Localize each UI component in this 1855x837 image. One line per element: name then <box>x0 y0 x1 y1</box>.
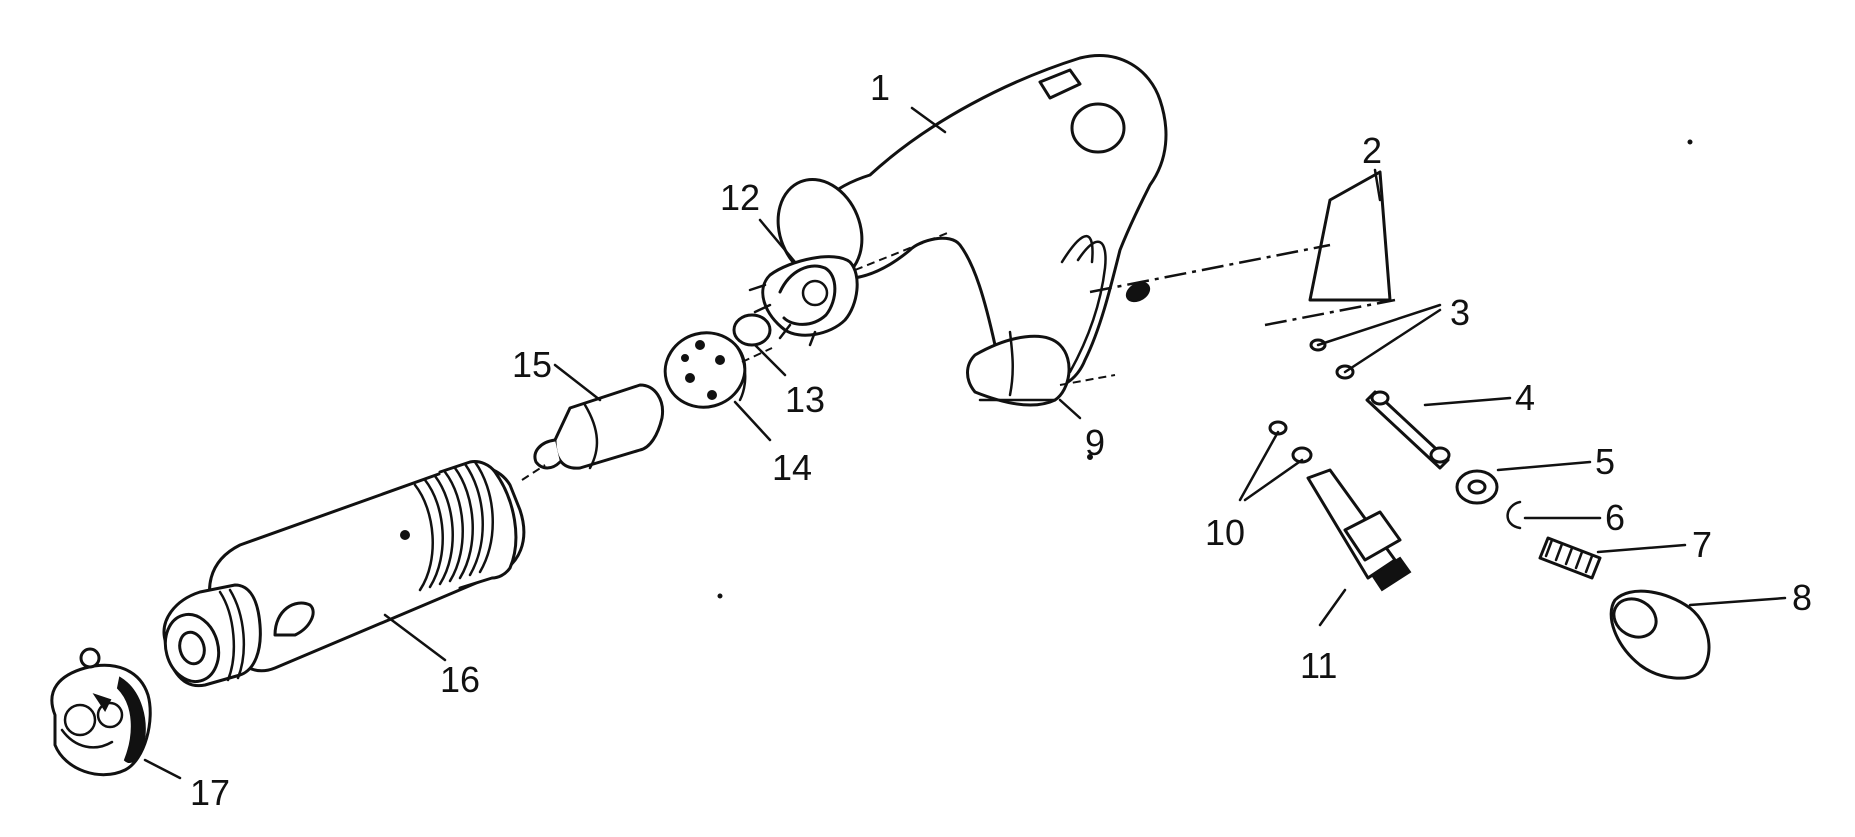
part-10-o-rings <box>1268 420 1313 464</box>
callout-11: 11 <box>1300 645 1337 686</box>
leader-3a <box>1316 303 1442 347</box>
callout-1: 1 <box>870 67 890 108</box>
part-15-piston <box>533 383 665 470</box>
part-2-trigger <box>1089 170 1396 327</box>
part-13-ball <box>732 313 772 347</box>
part-6-clip <box>1506 500 1522 530</box>
leader-13 <box>753 343 787 377</box>
leader-14 <box>733 400 772 442</box>
part-4-valve-stem <box>1365 390 1451 470</box>
callout-2: 2 <box>1362 130 1382 171</box>
callout-5: 5 <box>1595 441 1615 482</box>
part-9-throttle-lever <box>966 330 1116 407</box>
leader-3b <box>1343 308 1442 374</box>
part-12-retainer <box>748 231 951 347</box>
part-16-barrel <box>162 460 546 688</box>
leader-11 <box>1318 588 1347 627</box>
leader-15 <box>553 363 602 402</box>
callout-12: 12 <box>720 177 760 218</box>
barrel-threads <box>413 460 494 592</box>
leader-10b <box>1243 458 1304 502</box>
callout-14: 14 <box>772 447 812 488</box>
part-1-housing <box>776 54 1168 392</box>
callout-13: 13 <box>785 379 825 420</box>
leader-1 <box>910 106 947 134</box>
callout-15: 15 <box>512 344 552 385</box>
leader-8 <box>1688 596 1787 607</box>
part-17-retainer-spring <box>50 647 152 777</box>
leader-lines <box>143 106 1787 780</box>
part-7-spring <box>1538 536 1602 580</box>
leader-17 <box>143 758 182 780</box>
callout-7: 7 <box>1692 524 1712 565</box>
callout-labels: 1 2 3 4 5 6 7 8 9 10 11 12 13 14 15 16 1… <box>190 67 1812 813</box>
part-11-air-inlet <box>1306 468 1412 592</box>
part-14-disc <box>663 331 773 409</box>
callout-6: 6 <box>1605 497 1625 538</box>
callout-4: 4 <box>1515 377 1535 418</box>
leader-4 <box>1423 396 1512 407</box>
callout-10: 10 <box>1205 512 1245 553</box>
leader-9 <box>1058 398 1082 420</box>
part-8-end-cap <box>1609 589 1711 680</box>
callout-8: 8 <box>1792 577 1812 618</box>
leader-12 <box>758 218 797 264</box>
callout-3: 3 <box>1450 292 1470 333</box>
callout-17: 17 <box>190 772 230 813</box>
leader-16 <box>383 613 447 662</box>
part-5-valve-seat <box>1455 469 1499 505</box>
leader-10a <box>1238 430 1280 502</box>
barrel-nozzle <box>162 583 262 688</box>
callout-9: 9 <box>1085 422 1105 463</box>
leader-2 <box>1373 168 1382 202</box>
leader-5 <box>1496 460 1592 472</box>
leader-7 <box>1596 543 1687 554</box>
callout-16: 16 <box>440 659 480 700</box>
